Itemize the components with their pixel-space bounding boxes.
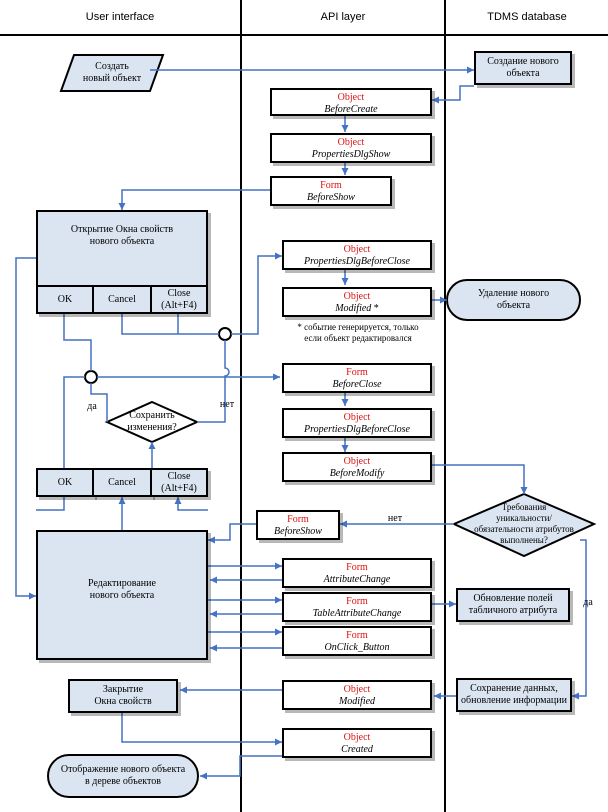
connector xyxy=(90,383,108,422)
connector xyxy=(63,376,85,468)
connector xyxy=(208,523,256,544)
connector xyxy=(231,252,282,335)
event-before-create: Object BeforeCreate xyxy=(270,88,432,116)
requirements-decision-label: Требования уникальности/ обязательности … xyxy=(474,502,574,545)
event-name: Modified xyxy=(338,696,376,707)
edit-object-panel: Редактирование нового объекта xyxy=(36,530,208,660)
event-modified-1: Object Modified * xyxy=(282,287,432,317)
lane-divider-2 xyxy=(444,0,446,812)
event-table-attribute-change: Form TableAttributeChange xyxy=(282,592,432,622)
lane-header-db: TDMS database xyxy=(487,11,567,23)
event-modified-2: Object Modified xyxy=(282,680,432,710)
event-name: AttributeChange xyxy=(323,574,391,585)
event-onclick-button: Form OnClick_Button xyxy=(282,626,432,656)
db-update-table-attribute: Обновление полей табличного атрибута xyxy=(456,588,570,622)
yes-label-db: да xyxy=(583,597,593,608)
event-props-dlg-before-close-2: Object PropertiesDlgBeforeClose xyxy=(282,408,432,438)
requirements-decision-shape xyxy=(451,492,597,558)
event-props-dlg-show: Object PropertiesDlgShow xyxy=(270,133,432,163)
event-created: Object Created xyxy=(282,728,432,758)
connector xyxy=(121,314,219,335)
no-label-db: нет xyxy=(387,513,403,524)
connector xyxy=(200,755,282,780)
event-props-dlg-before-close-1: Object PropertiesDlgBeforeClose xyxy=(282,240,432,270)
connector xyxy=(572,539,587,700)
connector xyxy=(432,464,528,494)
event-kind: Form xyxy=(346,596,368,607)
event-name: BeforeModify xyxy=(329,468,385,479)
event-kind: Form xyxy=(346,562,368,573)
connector xyxy=(121,712,282,746)
event-name: OnClick_Button xyxy=(324,642,390,653)
create-object-shape xyxy=(59,54,165,92)
connector xyxy=(174,497,208,511)
create-object-label: Создать новый объект xyxy=(82,61,142,84)
footnote-mark: * xyxy=(373,303,379,314)
lane-header-api: API layer xyxy=(320,11,366,23)
no-label-ui: нет xyxy=(219,399,235,410)
event-kind: Object xyxy=(343,412,371,423)
event-attribute-change: Form AttributeChange xyxy=(282,558,432,588)
event-name: BeforeCreate xyxy=(324,104,378,115)
event-kind: Object xyxy=(343,732,371,743)
event-kind: Object xyxy=(343,244,371,255)
connector xyxy=(63,314,92,371)
display-object-label: Отображение нового объекта в дереве объе… xyxy=(60,764,186,787)
connector xyxy=(197,340,230,423)
event-kind: Form xyxy=(346,367,368,378)
event-form-before-close: Form BeforeClose xyxy=(282,363,432,393)
event-name: Created xyxy=(341,744,373,755)
connector xyxy=(36,497,65,511)
lane-divider-1 xyxy=(240,0,242,812)
event-form-before-show-1: Form BeforeShow xyxy=(270,176,392,206)
header-divider xyxy=(0,34,608,36)
ok-button-1[interactable]: OK xyxy=(36,285,94,314)
event-name: PropertiesDlgShow xyxy=(311,149,391,160)
close-window-box: Закрытие Окна свойств xyxy=(68,679,178,713)
db-delete-object: Удаление нового объекта xyxy=(477,288,550,311)
event-kind: Form xyxy=(346,630,368,641)
event-kind: Object xyxy=(343,456,371,467)
connector xyxy=(15,257,38,600)
event-kind: Object xyxy=(343,684,371,695)
display-object-shape xyxy=(47,754,199,798)
yes-label-ui: да xyxy=(87,401,97,412)
junction-yes xyxy=(84,370,98,384)
connector xyxy=(432,85,474,104)
ok-button-2[interactable]: OK xyxy=(36,468,94,497)
db-save-data: Сохранение данных, обновление информации xyxy=(456,678,572,712)
event-name-text: Modified xyxy=(335,303,372,314)
props-window-title: Открытие Окна свойств нового объекта xyxy=(70,224,174,247)
db-create-object: Создание нового объекта xyxy=(474,51,572,85)
event-kind: Object xyxy=(337,137,365,148)
connector xyxy=(118,189,270,210)
event-name: PropertiesDlgBeforeClose xyxy=(304,256,410,267)
close-button-2[interactable]: Close (Alt+F4) xyxy=(150,468,208,497)
event-kind: Object xyxy=(343,291,371,302)
modified-footnote: * событие генерируется, только если объе… xyxy=(297,322,419,343)
event-kind: Form xyxy=(320,180,342,191)
event-name: TableAttributeChange xyxy=(312,608,402,619)
edit-object-label: Редактирование нового объекта xyxy=(88,578,156,601)
close-button-1[interactable]: Close (Alt+F4) xyxy=(150,285,208,314)
event-before-modify: Object BeforeModify xyxy=(282,452,432,482)
cancel-button-1[interactable]: Cancel xyxy=(92,285,152,314)
event-name: BeforeShow xyxy=(307,192,355,203)
junction-close xyxy=(218,327,232,341)
save-decision-label: Сохранить изменения? xyxy=(127,410,177,433)
event-name: BeforeClose xyxy=(332,379,382,390)
event-name: PropertiesDlgBeforeClose xyxy=(304,424,410,435)
event-name: BeforeShow xyxy=(274,526,322,537)
event-form-before-show-2: Form BeforeShow xyxy=(256,510,340,540)
event-kind: Form xyxy=(287,514,309,525)
cancel-button-2[interactable]: Cancel xyxy=(92,468,152,497)
event-kind: Object xyxy=(337,92,365,103)
lane-header-ui: User interface xyxy=(85,11,155,23)
event-name: Modified * xyxy=(284,303,430,315)
